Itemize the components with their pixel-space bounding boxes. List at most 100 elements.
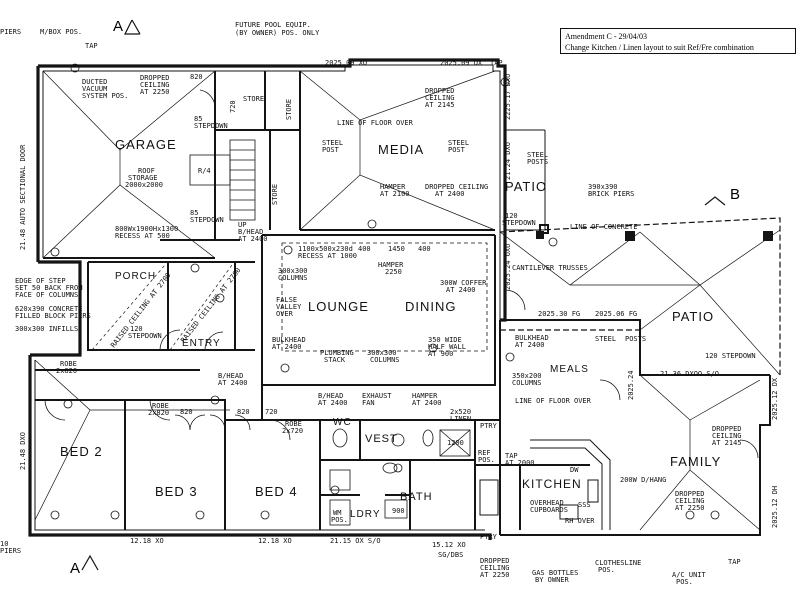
note-dropped-dining-2: AT 2400 (435, 190, 465, 198)
room-garage: GARAGE (115, 137, 177, 152)
note-stepdown-85-b: STEPDOWN (194, 122, 228, 130)
dim-right-2: 2025.24 OXO (504, 243, 512, 290)
patio-right-lines (499, 229, 781, 376)
note-false-valley-3: OVER (276, 310, 293, 318)
amendment-box: Amendment C - 29/04/03 Change Kitchen / … (560, 28, 796, 54)
note-roof-storage-3: 2000x2000 (125, 181, 163, 189)
dim-2025-24: 2025.24 (627, 370, 635, 400)
note-ducted-2: VACUUM (82, 85, 108, 93)
note-stepdown-85: 85 (194, 115, 203, 123)
note-21-36: 21.36 DXOO S/O (660, 370, 720, 378)
note-robe-1: ROBE (60, 360, 77, 368)
note-block-piers: 620x390 CONCRETE (15, 305, 83, 313)
note-overhead-2: CUPBOARDS (530, 506, 568, 514)
note-stepdown-120-b: STEPDOWN (502, 219, 536, 227)
dim-820-b: 820 (180, 408, 193, 416)
note-bhead-2b: AT 2400 (218, 379, 248, 387)
note-clothesline-2: POS. (598, 566, 615, 574)
porch-dashed (91, 264, 233, 351)
note-recess-1100: 1100x500x230d (298, 245, 353, 253)
note-rh-over: RH OVER (565, 517, 595, 525)
note-meter-box: M/BOX POS. (40, 28, 83, 36)
room-porch: PORCH (115, 271, 157, 282)
note-bhead-3: B/HEAD (318, 392, 344, 400)
room-meals: MEALS (550, 364, 589, 375)
dim-900: 900 (392, 507, 405, 515)
patio-right (499, 217, 781, 375)
note-future-pool: FUTURE POOL EQUIP. (235, 21, 311, 29)
outer-walls (28, 58, 507, 540)
note-recess-1100-b: RECESS AT 1000 (298, 252, 358, 260)
note-future-pool-2: (BY OWNER) POS. ONLY (235, 29, 320, 37)
note-bhead-1b: AT 2400 (238, 235, 268, 243)
room-bed2: BED 2 (60, 444, 103, 459)
note-stepdown-120-c: 120 STEPDOWN (705, 352, 756, 360)
note-linen: 2x520 (450, 408, 472, 416)
note-dropped-family: DROPPED (712, 425, 742, 433)
section-marker-b: B (730, 186, 741, 203)
note-ac-unit-2: POS. (676, 578, 693, 586)
dim-12-18-b: 12.18 XO (258, 537, 292, 545)
note-plumbing: PLUMBING (320, 349, 354, 357)
note-fg-2025-06: 2025.06 FG (595, 310, 638, 318)
note-dropped-family-3: AT 2145 (712, 439, 742, 447)
note-robe-3: ROBE (285, 420, 302, 428)
note-columns-300-b: COLUMNS (278, 274, 308, 282)
note-washing-machine-2: POS. (331, 516, 348, 524)
note-ducted: DUCTED (82, 78, 108, 86)
note-false-valley: FALSE (276, 296, 298, 304)
note-bulkhead-lounge-2: AT 2400 (272, 343, 302, 351)
note-roof-storage-2: STORAGE (128, 174, 158, 182)
note-roof-storage: ROOF (138, 167, 155, 175)
room-store-3: STORE (271, 183, 279, 205)
note-coffer: 300W COFFER (440, 279, 487, 287)
note-auto-door: 21.48 AUTO SECTIONAL DOOR (19, 144, 27, 250)
note-columns-300-d: COLUMNS (370, 356, 400, 364)
note-hamper-3b: AT 2400 (412, 399, 442, 407)
note-recess-800-b: RECESS AT 500 (115, 232, 170, 240)
note-stepdown-120-e: 120 (130, 325, 143, 333)
room-entry: ENTRY (182, 338, 221, 349)
note-steel-posts: STEEL (595, 335, 617, 343)
note-plumbing-2: STACK (324, 356, 346, 364)
note-sss: SSS (578, 501, 591, 509)
outer-walls-inner (34, 64, 501, 531)
note-washing-machine: WM (333, 509, 342, 517)
note-hamper-1b: AT 2100 (380, 190, 410, 198)
note-hamper-2b: 2250 (385, 268, 402, 276)
note-stepdown-120: 120 (505, 212, 518, 220)
note-steel-post-1: STEEL (322, 139, 344, 147)
note-edge-of-step-2: SET 50 BACK FROM (15, 284, 83, 292)
note-robe-2: ROBE (152, 402, 169, 410)
porch-entry-walls (87, 261, 255, 351)
note-dropped-garage: DROPPED (140, 74, 170, 82)
note-dropped-dining: DROPPED CEILING (425, 183, 489, 191)
dim-right-3: 2025.12 DX (771, 377, 779, 420)
note-line-of-concrete: LINE OF CONCRETE (570, 223, 638, 231)
note-dropped-bottom: DROPPED (480, 557, 510, 565)
note-exhaust-fan: EXHAUST (362, 392, 392, 400)
room-dining: DINING (405, 299, 457, 314)
family-roof-lines (639, 374, 761, 531)
room-family: FAMILY (670, 454, 722, 469)
note-steel-posts-patio-b: POSTS (527, 158, 549, 166)
room-lounge: LOUNGE (308, 299, 369, 314)
note-hamper-2: HAMPER (378, 261, 404, 269)
note-tap-2000: TAP (505, 452, 518, 460)
note-recess-800: 800Wx1900Hx1300 (115, 225, 179, 233)
note-dropped-kitchen-3: AT 2250 (675, 504, 705, 512)
kitchen-walls (475, 319, 771, 536)
amendment-description: Change Kitchen / Linen layout to suit Re… (565, 43, 754, 52)
note-dropped-garage-3: AT 2250 (140, 88, 170, 96)
door-swings (44, 89, 759, 459)
fixtures (329, 428, 471, 526)
note-coffer-2: AT 2400 (446, 286, 476, 294)
room-bed4: BED 4 (255, 484, 298, 499)
room-patio-right: PATIO (672, 309, 715, 324)
note-edge-of-step: EDGE OF STEP (15, 277, 66, 285)
garage-roof-lines (42, 70, 216, 259)
note-piers-bottom: PIERS (0, 547, 22, 555)
lounge-dining-walls (261, 234, 496, 386)
note-half-wall-2: HALF WALL (428, 343, 466, 351)
